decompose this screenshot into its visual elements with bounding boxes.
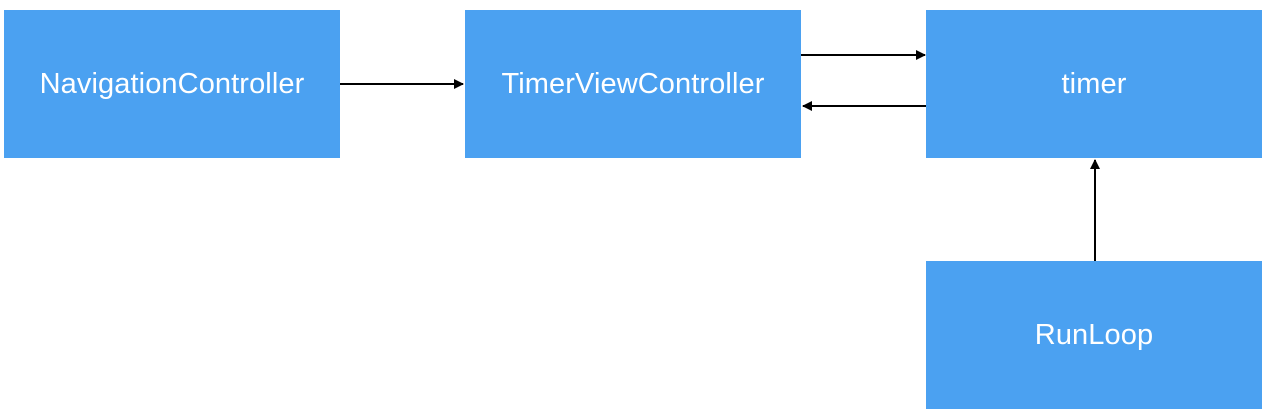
timer-view-controller-node: TimerViewController [465,10,801,158]
run-loop-label: RunLoop [1034,318,1154,351]
run-loop-node: RunLoop [926,261,1262,409]
timer-view-controller-label: TimerViewController [501,67,765,100]
timer-node: timer [926,10,1262,158]
navigation-controller-node: NavigationController [4,10,340,158]
timer-label: timer [1061,67,1127,100]
navigation-controller-label: NavigationController [39,67,305,100]
